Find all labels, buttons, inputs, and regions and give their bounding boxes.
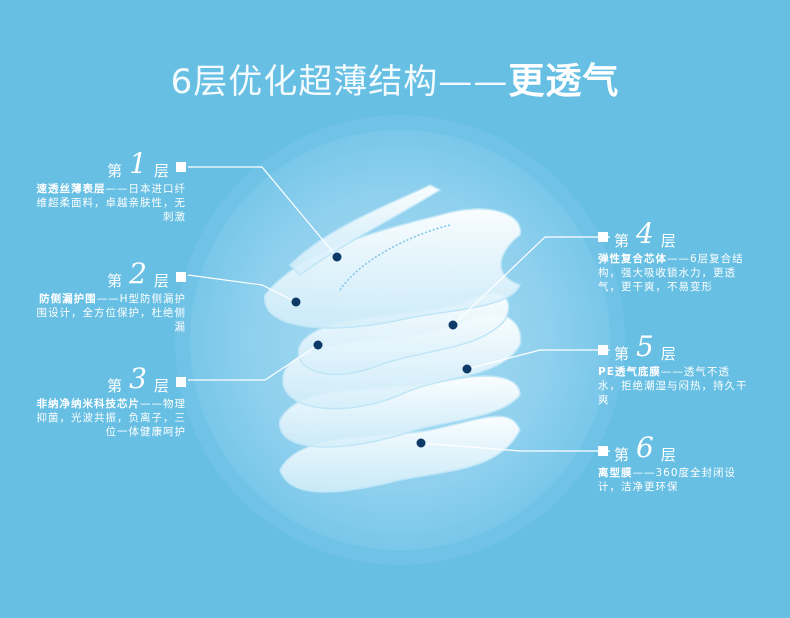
- layer-1-marker: [332, 252, 342, 262]
- layer-suffix: 层: [660, 446, 677, 464]
- layer-prefix: 第: [107, 272, 124, 290]
- layer-prefix: 第: [614, 345, 631, 363]
- square-bullet-icon: [598, 345, 608, 355]
- layer-2-shape: [264, 208, 522, 329]
- layer-suffix: 层: [153, 272, 170, 290]
- square-bullet-icon: [176, 162, 186, 172]
- layer-3-marker: [313, 340, 323, 350]
- layer-2-marker: [291, 297, 301, 307]
- layer-4-marker: [448, 320, 458, 330]
- layer-prefix: 第: [107, 162, 124, 180]
- layer-description: ——H型防侧漏护围设计，全方位保护，杜绝侧漏: [36, 293, 186, 333]
- layer-suffix: 层: [660, 345, 677, 363]
- layer-number: 5: [636, 330, 655, 363]
- layer-description: ——360度全封闭设计，洁净更环保: [598, 467, 737, 493]
- layer-5-marker: [462, 364, 472, 374]
- layer-prefix: 第: [614, 232, 631, 250]
- page-title: 6层优化超薄结构——更透气: [0, 52, 790, 104]
- pad-layers: [264, 184, 522, 493]
- layer-number: 2: [129, 257, 148, 290]
- layer-prefix: 第: [107, 377, 124, 395]
- layer-number: 1: [129, 147, 148, 180]
- layer-number: 6: [636, 431, 655, 464]
- layer-name: PE透气底膜: [598, 366, 661, 378]
- square-bullet-icon: [598, 232, 608, 242]
- layer-description: ——6层复合结构，强大吸收锁水力，更透气，更干爽，不易变形: [598, 253, 744, 293]
- layer-name: 非纳净纳米科技芯片: [36, 398, 140, 410]
- layer-6-marker: [416, 438, 426, 448]
- leader-lines: [187, 166, 610, 452]
- square-bullet-icon: [176, 272, 186, 282]
- layer-description: ——日本进口纤维超柔面料，卓越亲肤性，无刺激: [36, 183, 186, 223]
- square-bullet-icon: [176, 377, 186, 387]
- layer-number: 4: [636, 217, 655, 250]
- layer-name: 离型膜: [598, 467, 633, 479]
- layer-1-shape: [288, 184, 442, 276]
- layer-name: 速透丝薄表层: [36, 183, 106, 195]
- layer-number: 3: [129, 362, 148, 395]
- layer-suffix: 层: [660, 232, 677, 250]
- layer-prefix: 第: [614, 446, 631, 464]
- layer-name: 弹性复合芯体: [598, 253, 667, 265]
- layer-suffix: 层: [153, 162, 170, 180]
- layer-name: 防侧漏护围: [39, 293, 97, 305]
- layer-suffix: 层: [153, 377, 170, 395]
- layer-markers: [291, 252, 472, 448]
- layer-description: ——透气不透水，拒绝潮湿与闷热，持久干爽: [598, 366, 748, 406]
- layer-description: ——物理抑菌，光波共振，负离子，三位一体健康呵护: [36, 398, 186, 438]
- square-bullet-icon: [598, 446, 608, 456]
- title-bold: 更透气: [508, 61, 620, 102]
- title-light: 6层优化超薄结构——: [170, 62, 509, 102]
